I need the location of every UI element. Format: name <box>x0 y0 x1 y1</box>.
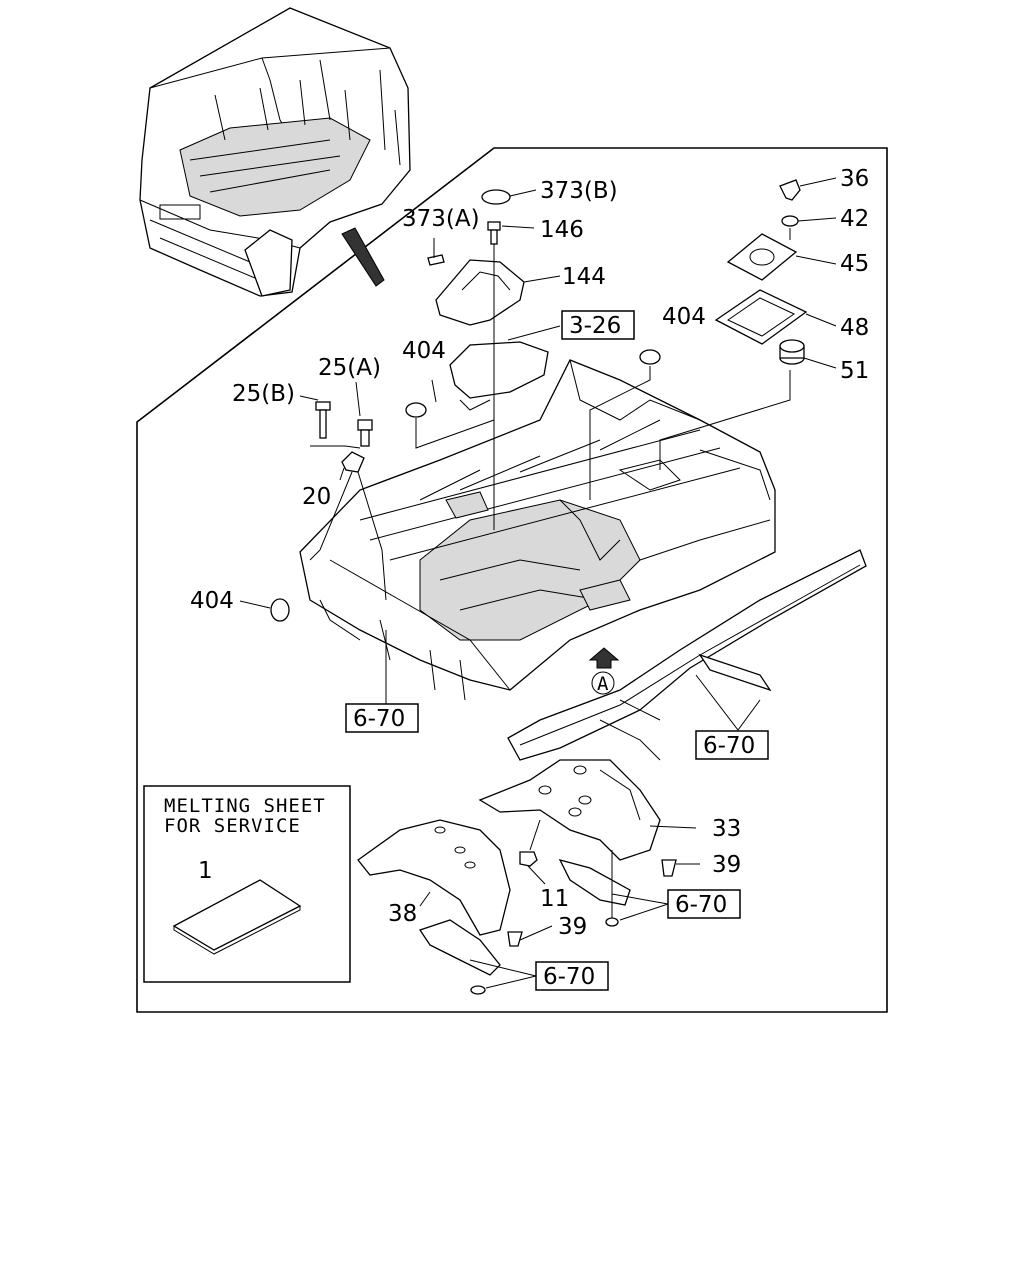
callout-36: 36 <box>840 166 869 192</box>
assembly-3-26-link <box>459 399 491 411</box>
inset-title-line2: FOR SERVICE <box>164 815 301 837</box>
cover-144 <box>435 259 525 326</box>
ref-box-6-70-center[interactable] <box>345 703 419 733</box>
gasket-48 <box>714 289 808 345</box>
inset-title-line1: MELTING SHEET <box>164 795 326 817</box>
ref-box-6-70-lower-right[interactable] <box>667 889 741 919</box>
crossmember-38 <box>357 819 511 976</box>
ref-label-6-70-right[interactable]: 6-70 <box>703 733 755 759</box>
diagram-frame <box>136 147 888 1013</box>
vehicle-overview <box>139 7 411 297</box>
callout-25a: 25(A) <box>318 355 381 381</box>
callout-20: 20 <box>302 484 331 510</box>
clip-373a <box>427 254 445 266</box>
callout-404-right: 404 <box>662 304 706 330</box>
nut-lower-right <box>605 917 619 927</box>
floor-panel <box>299 359 776 701</box>
plug-404-bottom <box>270 598 290 622</box>
callout-39-left: 39 <box>558 914 587 940</box>
ref-box-6-70-right[interactable] <box>695 730 769 760</box>
callout-42: 42 <box>840 206 869 232</box>
callout-45: 45 <box>840 251 869 277</box>
ref-box-3-26[interactable] <box>561 310 635 340</box>
ref-box-6-70-lower-left[interactable] <box>535 961 609 991</box>
callout-11: 11 <box>540 886 569 912</box>
callout-39-right: 39 <box>712 852 741 878</box>
callout-1: 1 <box>198 858 213 884</box>
view-arrow <box>341 227 385 287</box>
callout-144: 144 <box>562 264 606 290</box>
inset-box <box>143 785 351 983</box>
plug-404-right <box>639 349 661 365</box>
clip-39-right <box>661 859 677 877</box>
gasket-48-inner <box>726 297 796 337</box>
leader-lines <box>204 177 837 989</box>
callout-404-bottom: 404 <box>190 588 234 614</box>
washer-42 <box>781 215 799 227</box>
plate-45 <box>726 233 798 281</box>
bolt-25a <box>357 419 373 447</box>
view-marker-a <box>591 671 615 695</box>
mount-51 <box>779 339 805 365</box>
bolt-25b <box>315 401 331 439</box>
ref-label-6-70-lower-right[interactable]: 6-70 <box>675 892 727 918</box>
bracket-lower-right <box>558 859 631 906</box>
assembly-3-26 <box>449 341 549 399</box>
callout-373b: 373(B) <box>540 178 618 204</box>
cap-373b <box>481 189 511 205</box>
crossmember-33 <box>478 759 661 861</box>
callout-146: 146 <box>540 217 584 243</box>
frame-rail <box>507 549 867 761</box>
clip-39-left <box>507 931 523 947</box>
callout-38: 38 <box>388 901 417 927</box>
callout-373a: 373(A) <box>402 206 480 232</box>
ref-label-6-70-center[interactable]: 6-70 <box>353 706 405 732</box>
callout-48: 48 <box>840 315 869 341</box>
screw-36 <box>779 179 801 201</box>
callout-25b: 25(B) <box>232 381 295 407</box>
callout-33: 33 <box>712 816 741 842</box>
bolt-146 <box>487 221 501 245</box>
nut-11 <box>519 851 538 867</box>
plug-404-left <box>405 402 427 418</box>
nut-lower-left <box>470 985 486 995</box>
callout-51: 51 <box>840 358 869 384</box>
ref-label-6-70-lower-left[interactable]: 6-70 <box>543 964 595 990</box>
melting-sheet-edge <box>173 906 301 955</box>
callout-404-left: 404 <box>402 338 446 364</box>
cover-144-detail <box>461 271 511 291</box>
view-marker-a-label: A <box>597 673 609 695</box>
ref-label-3-26[interactable]: 3-26 <box>569 313 621 339</box>
bracket-20 <box>341 451 365 473</box>
plate-45-hole <box>749 248 775 266</box>
direction-arrow <box>588 647 620 669</box>
